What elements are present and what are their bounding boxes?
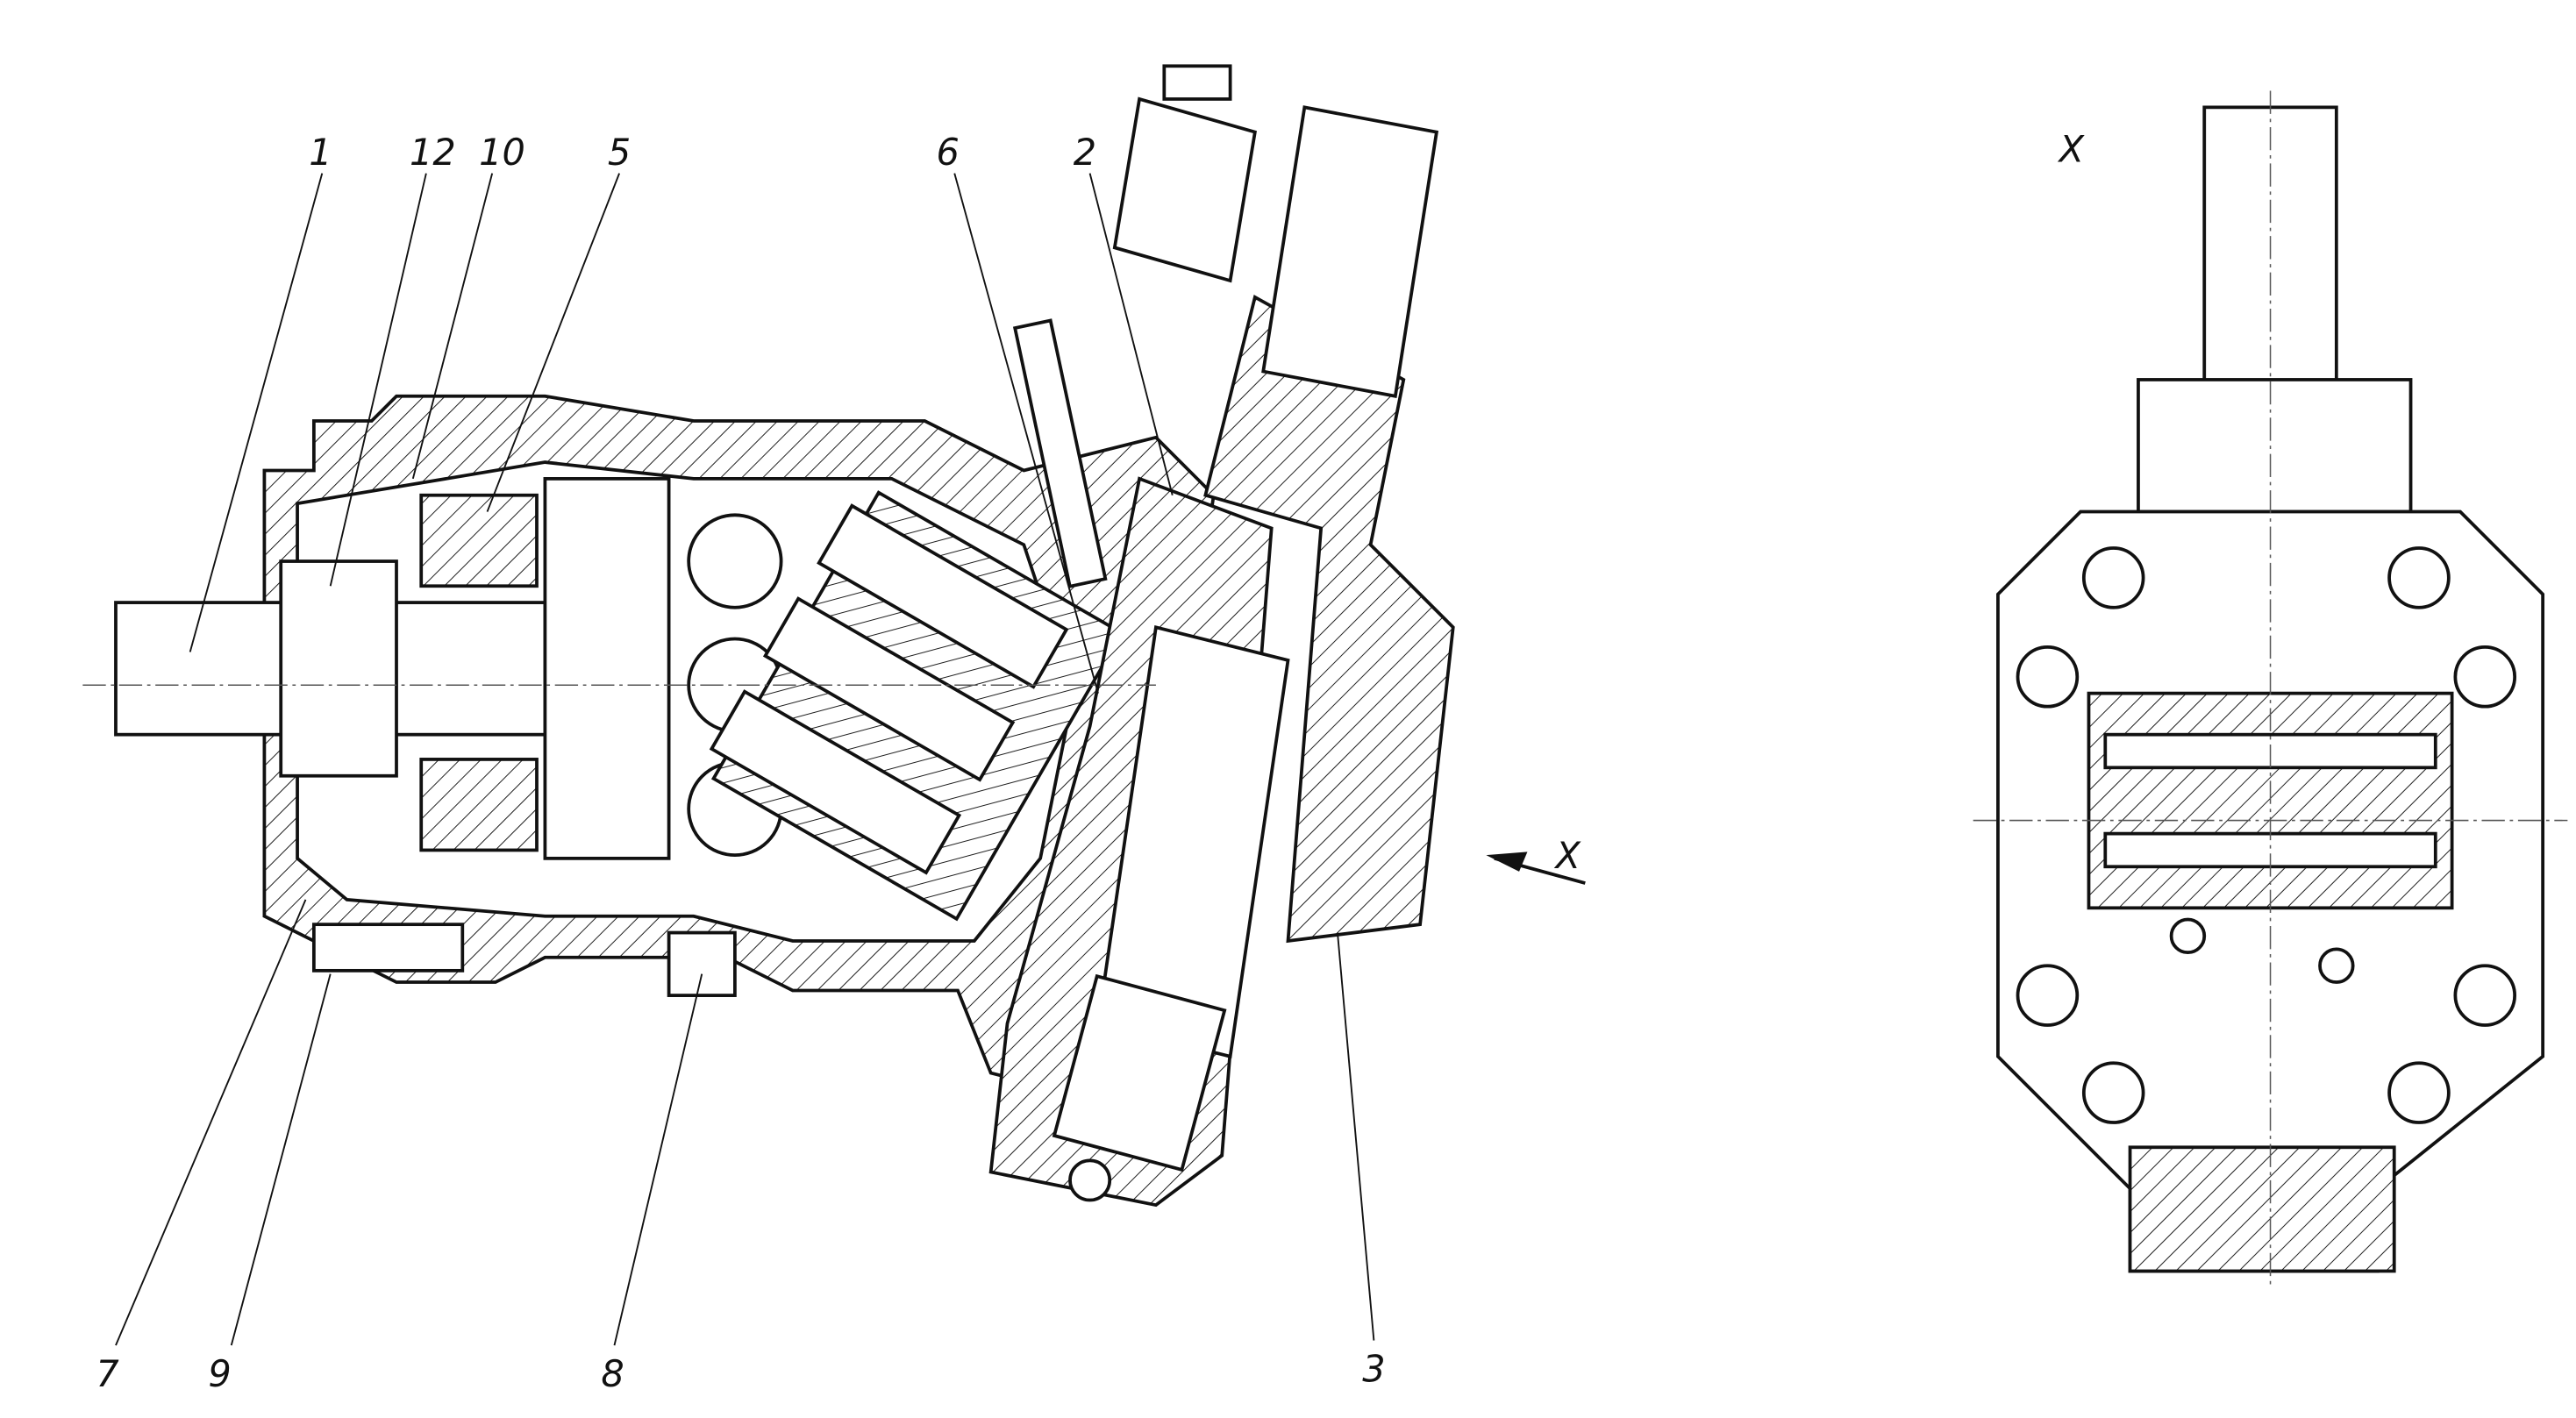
bottom-block <box>2128 1145 2396 1273</box>
bearing-front-lower <box>419 758 539 852</box>
bolt-head <box>2081 1061 2145 1124</box>
drive-flange <box>543 477 671 860</box>
port <box>2169 917 2207 955</box>
end-view: X <box>1973 90 2568 1288</box>
view-arrow-label: X <box>1553 835 1581 877</box>
label-2: 2 <box>1074 132 1096 174</box>
bolt-head <box>2016 964 2080 1027</box>
servo-cylinder <box>1095 624 1290 1059</box>
solenoid-body <box>1261 105 1439 398</box>
control-body <box>1203 294 1455 944</box>
adjust-screw <box>1012 318 1108 588</box>
shaft-flange <box>279 559 398 778</box>
label-9: 9 <box>208 1353 231 1395</box>
view-arrow: X <box>1486 835 1586 885</box>
solenoid-connector <box>1112 96 1257 283</box>
view-title: X <box>2058 128 2086 170</box>
piston-ball <box>687 513 783 609</box>
port <box>2318 947 2355 984</box>
label-8: 8 <box>601 1353 624 1395</box>
label-12: 12 <box>410 132 456 174</box>
label-1: 1 <box>309 132 332 174</box>
plug-8 <box>667 930 737 997</box>
solenoid-cap <box>1162 64 1232 101</box>
sectional-view <box>82 64 1455 1208</box>
label-7: 7 <box>96 1353 118 1395</box>
part-labels: 1 12 10 5 6 2 7 9 8 3 <box>96 132 1385 1395</box>
bolt-head <box>2453 964 2517 1027</box>
piston <box>709 689 962 875</box>
bolt-head <box>2016 645 2080 709</box>
label-3: 3 <box>1362 1349 1385 1391</box>
solenoid-base <box>2137 378 2413 514</box>
leader-lines <box>115 173 1375 1346</box>
bolt-head <box>2081 546 2145 609</box>
servo-piston <box>1052 973 1227 1172</box>
label-5: 5 <box>608 132 631 174</box>
piston <box>817 503 1069 689</box>
label-6: 6 <box>937 132 960 174</box>
bolt-head <box>2387 546 2451 609</box>
label-10: 10 <box>479 132 525 174</box>
servo-pin <box>1068 1158 1112 1202</box>
bolt-head <box>2387 1061 2451 1124</box>
bolt-9 <box>311 923 465 973</box>
piston <box>762 596 1016 782</box>
bolt-head <box>2453 645 2517 709</box>
bearing-front <box>419 493 539 588</box>
